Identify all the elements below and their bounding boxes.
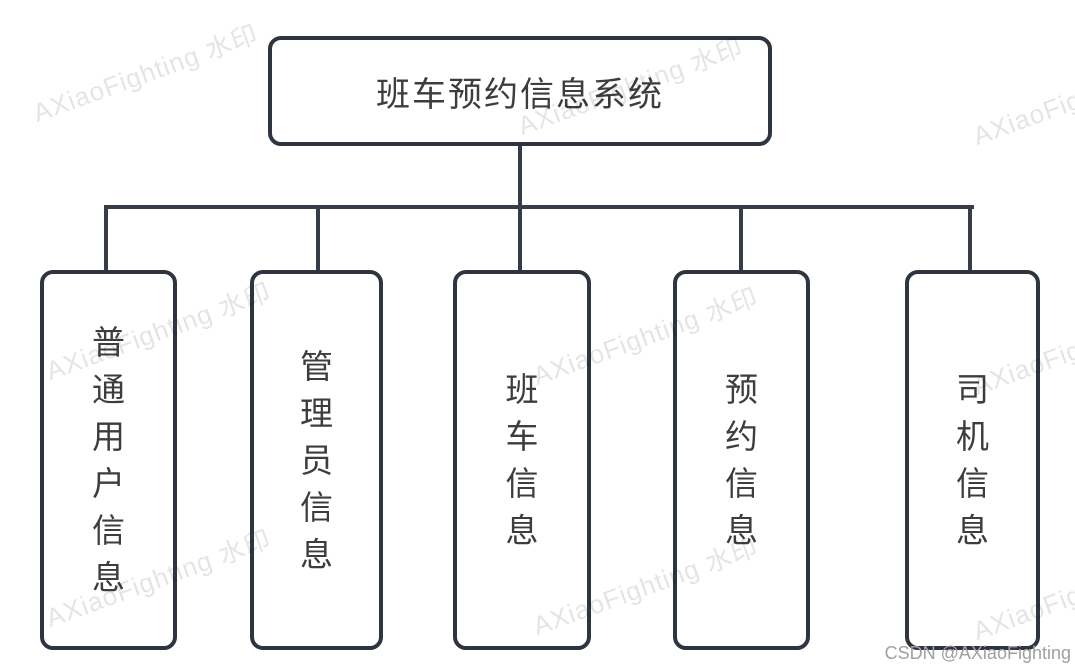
connector-drop-4: [739, 205, 743, 272]
connector-drop-3: [518, 205, 522, 272]
connector-drop-1: [104, 205, 108, 272]
node-reservation-info: 预约信息: [673, 270, 810, 650]
connector-drop-5: [968, 205, 972, 272]
node-label: 普通用户信息: [92, 324, 125, 596]
node-driver-info: 司机信息: [905, 270, 1040, 650]
node-label: 管理员信息: [300, 347, 333, 573]
node-root-system: 班车预约信息系统: [268, 36, 772, 146]
node-label: 预约信息: [725, 371, 758, 549]
connector-horizontal-bar: [104, 205, 974, 209]
csdn-attribution: CSDN @AXiaoFighting: [884, 643, 1071, 663]
node-bus-info: 班车信息: [453, 270, 591, 650]
watermark-text: AXiaoFighting 水印: [28, 18, 263, 129]
node-root-label: 班车预约信息系统: [376, 75, 664, 114]
node-label: 司机信息: [956, 371, 989, 549]
node-ordinary-user-info: 普通用户信息: [40, 270, 177, 650]
watermark-text: AXiaoFighting 水印: [968, 42, 1075, 152]
connector-root-stem: [518, 144, 522, 207]
node-admin-info: 管理员信息: [250, 270, 383, 650]
node-label: 班车信息: [505, 371, 539, 549]
connector-drop-2: [316, 205, 320, 272]
